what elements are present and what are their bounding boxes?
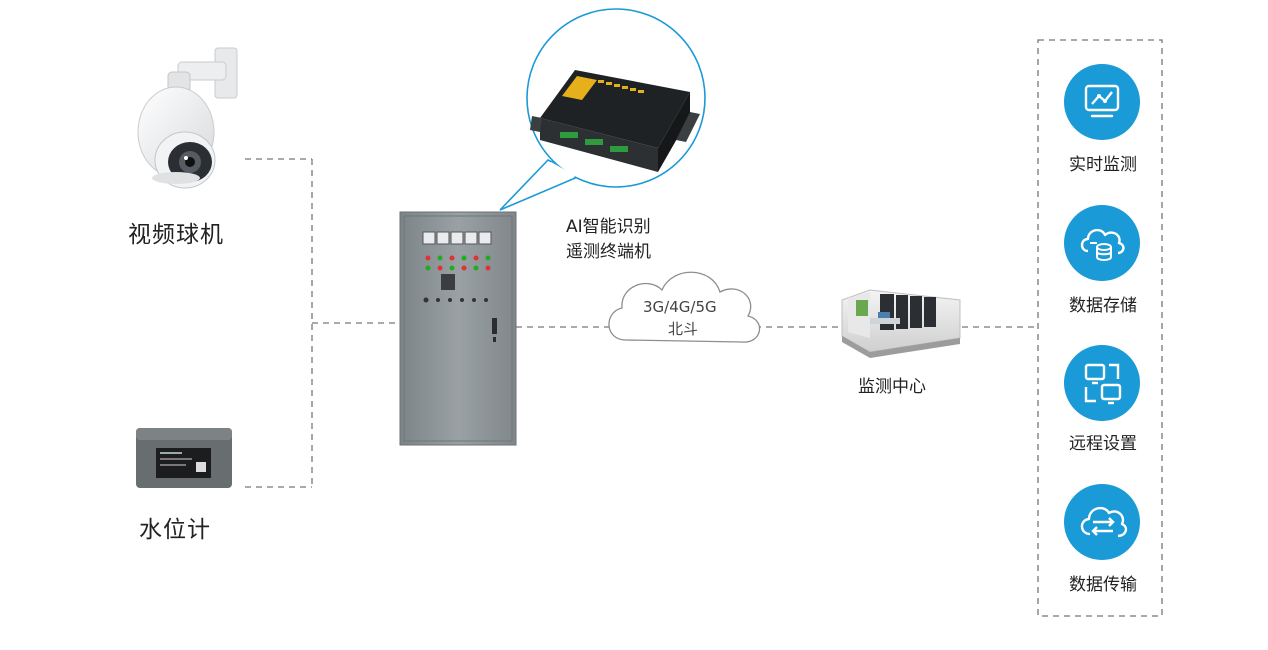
connector-lines <box>245 39 1163 617</box>
cloud-transfer-icon <box>1064 484 1140 560</box>
telemetry-terminal-image <box>530 70 700 172</box>
cloud-database-icon <box>1064 205 1140 281</box>
remote-devices-icon <box>1064 345 1140 421</box>
water-level-meter-image <box>136 428 232 488</box>
ptz-camera-image <box>137 47 238 189</box>
feature-label-remote: 远程设置 <box>1069 434 1137 454</box>
network-cloud <box>608 271 760 343</box>
feature-label-storage: 数据存储 <box>1069 296 1137 316</box>
terminal-label-line1: AI智能识别 <box>566 217 651 237</box>
water-meter-label: 水位计 <box>139 517 211 543</box>
monitoring-center-image <box>841 289 961 358</box>
camera-label: 视频球机 <box>128 222 224 248</box>
feature-label-transfer: 数据传输 <box>1069 575 1137 595</box>
network-label-line2: 北斗 <box>668 320 699 338</box>
network-label-line1: 3G/4G/5G <box>643 298 717 316</box>
feature-label-realtime: 实时监测 <box>1069 155 1137 175</box>
monitor-chart-icon <box>1064 64 1140 140</box>
features-dashed-box <box>1037 39 1163 617</box>
monitor-center-label: 监测中心 <box>858 377 926 397</box>
terminal-label-line2: 遥测终端机 <box>566 242 651 262</box>
control-cabinet-image <box>399 211 517 446</box>
